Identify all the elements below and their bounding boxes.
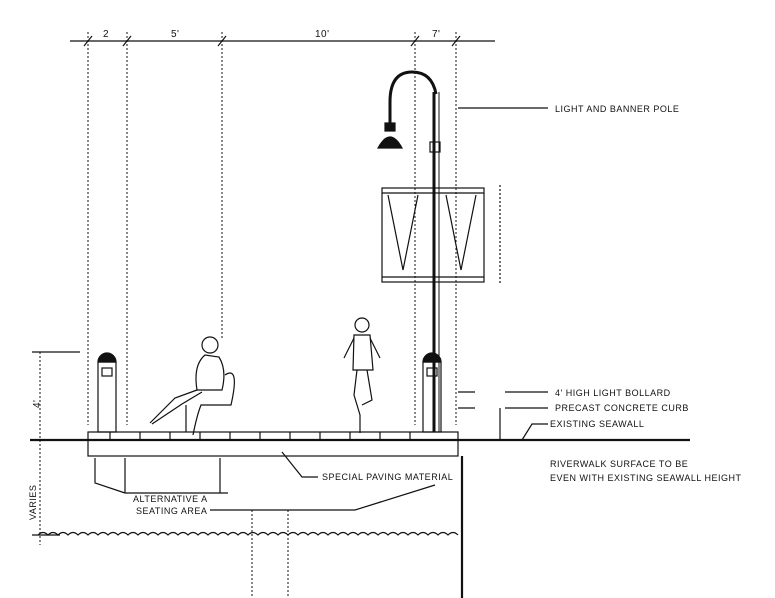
bollard-left: [97, 352, 117, 433]
label-alternative-a: ALTERNATIVE A: [133, 494, 208, 504]
label-seating-area: SEATING AREA: [136, 506, 207, 516]
label-concrete-curb: PRECAST CONCRETE CURB: [555, 403, 689, 413]
height-dimension: [30, 351, 90, 545]
bollard-right: [422, 352, 442, 433]
light-banner-pole: [376, 70, 501, 432]
top-dimension-line: [70, 32, 495, 425]
dimension-2: 2: [103, 29, 109, 40]
dimension-7ft: 7': [432, 29, 440, 40]
label-riverwalk-surface-1: RIVERWALK SURFACE TO BE: [550, 459, 688, 469]
label-riverwalk-surface-2: EVEN WITH EXISTING SEAWALL HEIGHT: [550, 473, 742, 483]
dimension-10ft: 10': [315, 29, 330, 40]
leader-lines: [94, 107, 548, 511]
walking-person-figure: [343, 317, 381, 433]
label-light-banner-pole: LIGHT AND BANNER POLE: [555, 104, 679, 114]
height-4ft-label: 4': [32, 400, 43, 408]
seated-person-figure: [149, 336, 235, 436]
dimension-5ft: 5': [171, 29, 179, 40]
label-special-paving: SPECIAL PAVING MATERIAL: [322, 472, 453, 482]
paving-slab: [87, 431, 464, 598]
water-line: [37, 531, 459, 536]
varies-label: VARIES: [28, 485, 38, 520]
label-existing-seawall: EXISTING SEAWALL: [550, 419, 644, 429]
label-light-bollard: 4' HIGH LIGHT BOLLARD: [555, 388, 671, 398]
